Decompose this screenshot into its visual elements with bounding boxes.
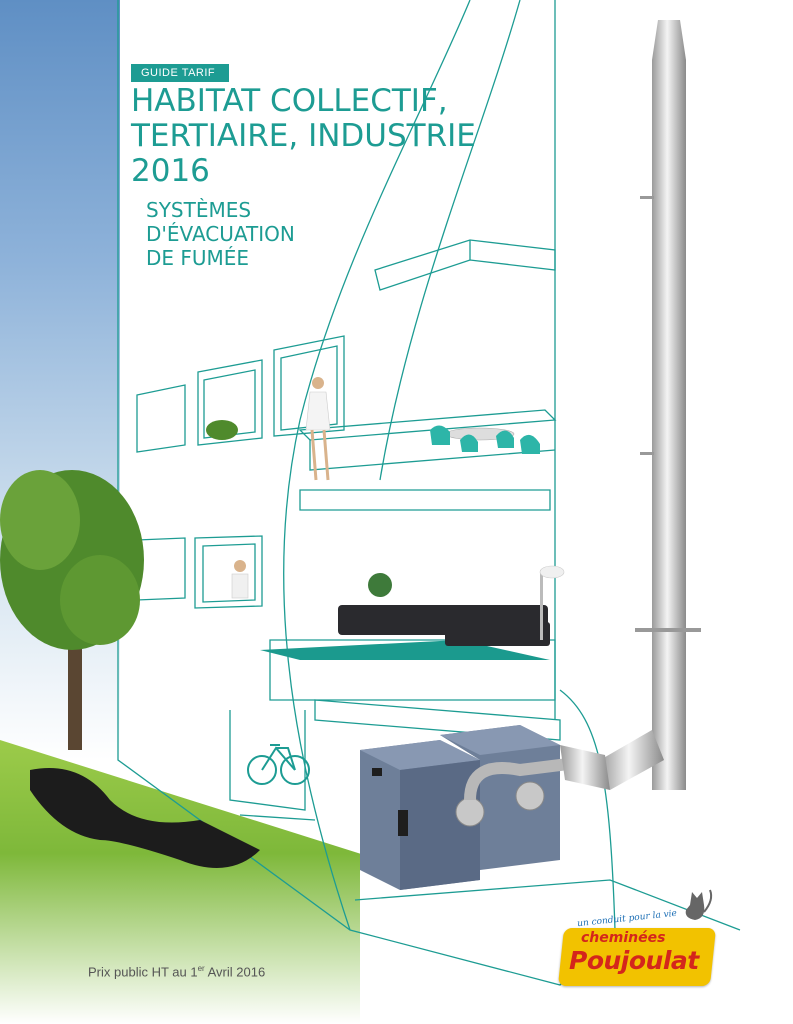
reader-icon [231, 560, 249, 599]
bicycle-icon [247, 744, 310, 785]
price-prefix: Prix public HT au 1 [88, 964, 198, 980]
bench-icon [30, 768, 260, 868]
price-suffix: Avril 2016 [204, 964, 266, 980]
boiler-icon [360, 725, 601, 890]
logo-line2: Poujoulat [569, 946, 699, 975]
subtitle-line: DE FUMÉE [146, 246, 250, 270]
guide-tarif-tag: GUIDE TARIF [131, 64, 230, 82]
chimney-pipe-icon [560, 20, 701, 790]
title-line: TERTIAIRE, INDUSTRIE [131, 118, 476, 154]
title-line: 2016 [131, 153, 210, 189]
price-sup: er [197, 964, 205, 973]
tree-icon [0, 470, 144, 750]
subtitle-line: SYSTÈMES [146, 198, 252, 222]
sofa-icon [260, 565, 565, 660]
person-icon [305, 377, 331, 481]
title-line: HABITAT COLLECTIF, [131, 83, 448, 119]
page-title: HABITAT COLLECTIF, TERTIAIRE, INDUSTRIE … [131, 84, 476, 189]
plant-icon [206, 420, 238, 440]
poujoulat-logo: un conduit pour la vie cheminées Poujoul… [557, 900, 717, 992]
page-subtitle: SYSTÈMES D'ÉVACUATION DE FUMÉE [146, 198, 295, 270]
price-notice: Prix public HT au 1er Avril 2016 [88, 964, 265, 979]
subtitle-line: D'ÉVACUATION [146, 222, 295, 246]
logo-tagline: un conduit pour la vie [576, 908, 678, 930]
cat-icon [685, 889, 713, 920]
chairs-icon [430, 425, 540, 454]
logo-line1: cheminées [581, 930, 666, 946]
